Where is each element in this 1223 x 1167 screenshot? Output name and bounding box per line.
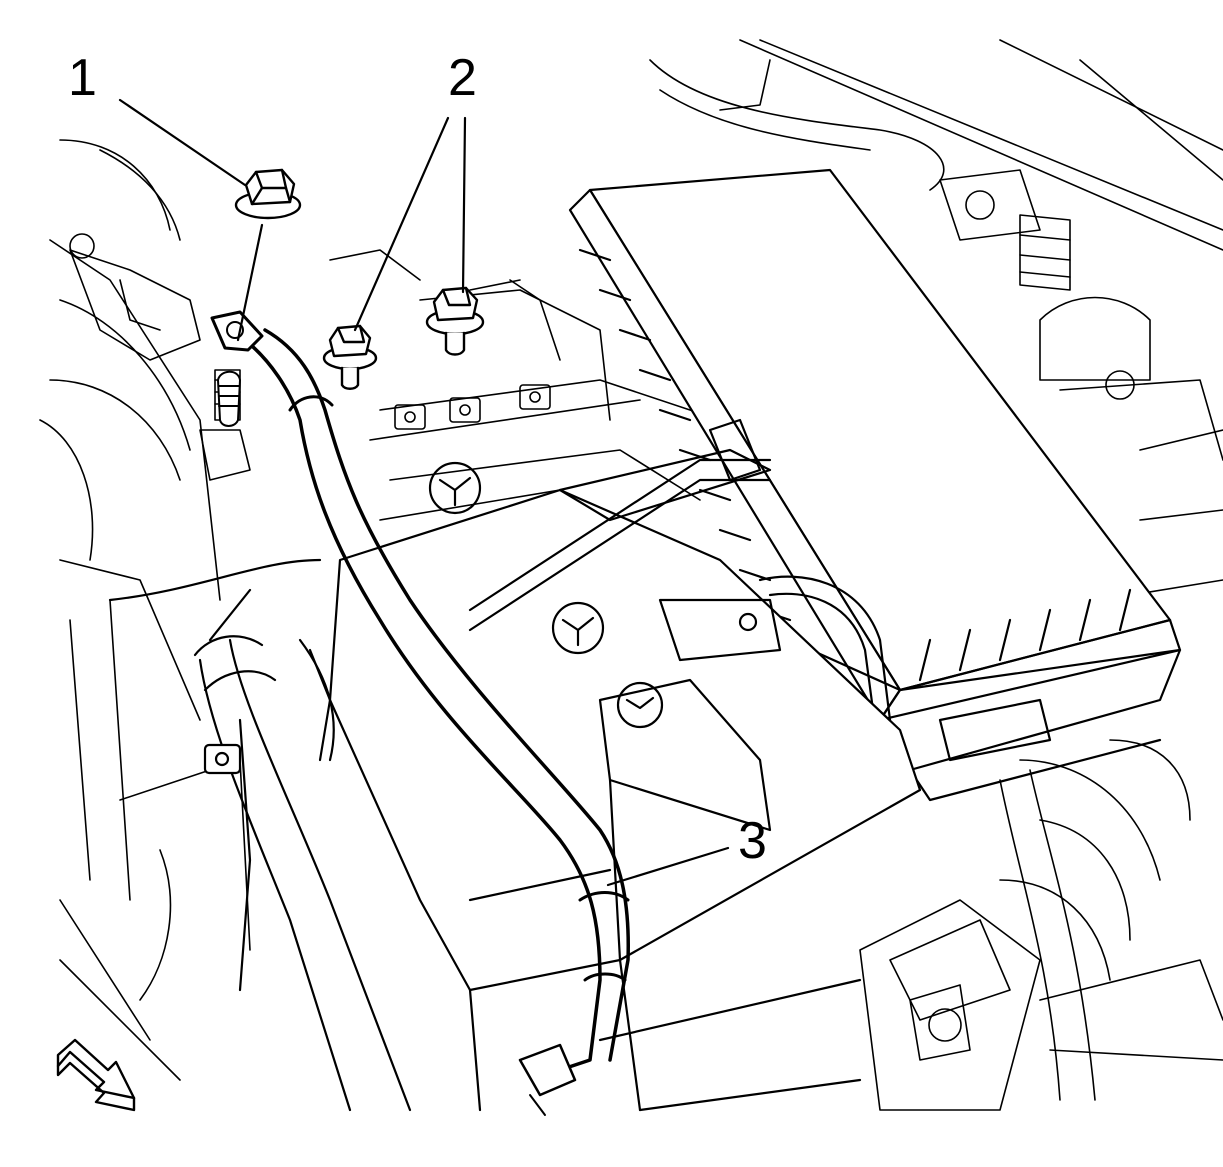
callout-1: 1: [68, 49, 97, 107]
leader-line-1: [118, 98, 247, 187]
leader-line-2-left: [353, 116, 450, 332]
bolt-2-left: [322, 324, 378, 390]
bolt-2-right: [425, 286, 485, 356]
cable-3: [210, 310, 631, 1116]
air-cleaner-housing: [568, 168, 1182, 802]
leader-line-2-right: [461, 116, 467, 294]
leader-line-1-to-stud: [236, 223, 264, 342]
nut-1: [234, 168, 302, 220]
background-structures: [39, 39, 1223, 1111]
engine-cover: [328, 418, 922, 1112]
leader-lines: [118, 98, 730, 887]
forward-arrow-icon: [56, 1038, 136, 1112]
callout-3: 3: [738, 812, 767, 870]
intake-duct: [108, 558, 412, 1112]
leader-line-3: [606, 846, 730, 887]
callout-2: 2: [448, 49, 477, 107]
stud: [217, 370, 241, 427]
